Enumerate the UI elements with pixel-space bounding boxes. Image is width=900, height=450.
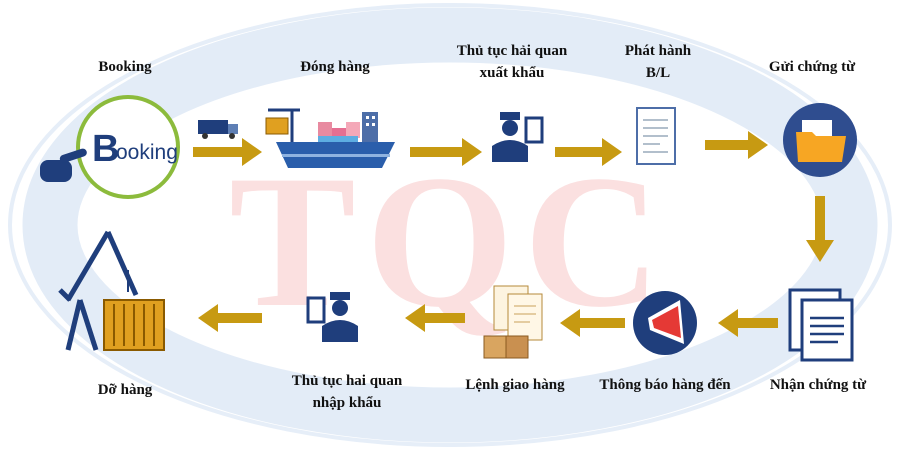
booking-icon: B ooking xyxy=(40,95,180,199)
arrow-left-4 xyxy=(198,304,262,332)
label-lenh-giao-hang: Lệnh giao hàng xyxy=(465,377,565,393)
crane-mini-icon xyxy=(265,108,300,142)
customs-officer-import-icon xyxy=(306,292,358,342)
pointing-hand-icon xyxy=(40,148,87,182)
arrow-right-1 xyxy=(193,138,262,166)
container-icon xyxy=(103,299,165,351)
crane-icon xyxy=(58,230,139,351)
arrow-down xyxy=(806,196,834,262)
booking-logo-rest: ooking xyxy=(116,141,178,164)
ship-icon xyxy=(276,112,395,168)
arrow-right-4 xyxy=(705,131,768,159)
delivery-order-icon xyxy=(483,285,543,359)
label-do-hang: Dỡ hàng xyxy=(97,382,153,398)
folder-icon xyxy=(783,103,857,177)
megaphone-icon xyxy=(633,291,697,355)
documents-icon xyxy=(788,288,854,362)
truck-icon xyxy=(198,120,238,139)
arrow-left-2 xyxy=(560,309,625,337)
arrow-left-1 xyxy=(718,309,778,337)
watermark-text: TQC xyxy=(229,137,671,347)
booking-logo-big: B xyxy=(92,128,119,170)
label-thong-bao: Thông báo hàng đến xyxy=(599,377,731,393)
arrow-right-3 xyxy=(555,138,622,166)
label-booking: Booking xyxy=(98,59,152,75)
cargo-ship-icon xyxy=(198,108,395,168)
flow-arrows xyxy=(193,131,834,337)
label-dong-hang: Đóng hàng xyxy=(300,59,370,75)
watermark: TQC xyxy=(8,3,892,447)
label-gui-chung-tu: Gửi chứng từ xyxy=(768,59,856,75)
document-icon xyxy=(636,107,676,165)
label-nhan-chung-tu: Nhận chứng từ xyxy=(769,377,867,393)
arrow-left-3 xyxy=(405,304,465,332)
customs-officer-icon xyxy=(492,112,544,162)
arrow-right-2 xyxy=(410,138,482,166)
